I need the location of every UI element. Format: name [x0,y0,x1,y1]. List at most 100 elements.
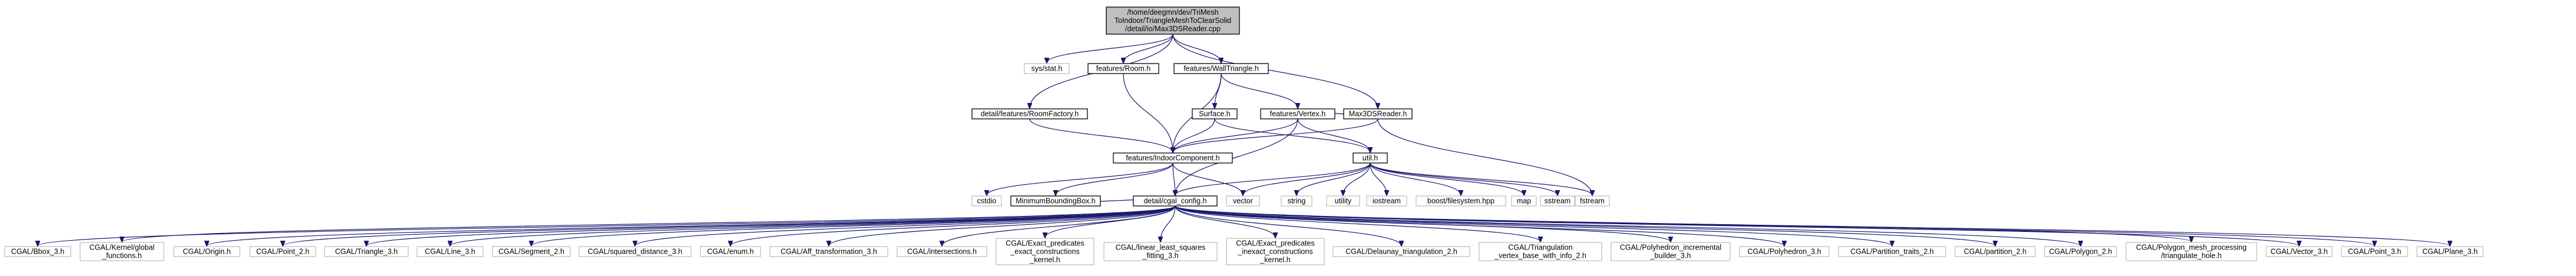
node-box [578,246,692,257]
node-label: _inexact_constructions [1237,248,1312,256]
node-cgal-polygon-2-h: CGAL/Polygon_2.h [2044,246,2117,257]
edge-cgalconfig-to-c14 [1175,205,1275,238]
node-cgal-polygon-mesh-processing-triangulate-hole-h: CGAL/Polygon_mesh_processing/triangulate… [2125,242,2257,261]
edge-indoorcomp-to-minbbox [1056,162,1173,195]
edge-util-to-vector [1243,162,1371,195]
node-label: iostream [1373,197,1401,205]
node-box [1281,195,1312,207]
edge-util-to-iostream [1370,162,1387,195]
node-cgal-segment-2-h: CGAL/Segment_2.h [492,246,571,257]
node-label: _kernel.h [1259,256,1290,264]
node-label: _functions.h [101,252,141,260]
nodes-layer: /home/deegmn/dev/TriMeshToIndoor/Triangl… [4,6,2484,265]
node-box [1103,242,1218,261]
edge-root-to-room [1123,34,1173,63]
node-label: vector [1233,197,1253,205]
node-label: CGAL/Triangulation [1508,244,1572,252]
node-label: CGAL/Exact_predicates [1006,240,1084,248]
edge-cgalconfig-to-c16 [1175,205,1540,242]
node-fstream: fstream [1575,195,1610,207]
node-cgal-bbox-3-h: CGAL/Bbox_3.h [4,246,71,257]
node-label: /home/deegmn/dev/TriMesh [1127,8,1218,16]
edge-cgalconfig-to-c10 [829,205,1176,246]
node-box [492,246,571,257]
node-label: detail/cgal_config.h [1143,197,1206,205]
node-box [1192,108,1238,119]
edge-vertex-to-cgalconfig [1175,118,1298,195]
node-label: CGAL/Plane_3.h [2422,248,2478,256]
edges-layer [38,34,2450,246]
node-box [1511,195,1537,207]
node-label: CGAL/Polygon_mesh_processing [2136,244,2247,252]
edge-root-to-sysstat [1047,34,1173,63]
node-max3dsreader-h[interactable]: Max3DSReader.h [1343,108,1413,119]
node-label: CGAL/Partition_traits_2.h [1850,248,1934,256]
edge-room-to-indoorcomp [1123,73,1173,152]
node-detail-features-roomfactory-h[interactable]: detail/features/RoomFactory.h [971,108,1088,119]
node-label: MinimumBoundingBox.h [1016,197,1096,205]
edge-cgalconfig-to-c6 [450,205,1176,246]
node-label: _fitting_3.h [1142,252,1178,260]
node-cgal-polyhedron-incremental-builder-3-h: CGAL/Polyhedron_incremental_builder_3.h [1611,242,1731,261]
node-box [1332,246,1470,257]
node-box [4,246,71,257]
node-label: CGAL/squared_distance_3.h [588,248,683,256]
node-label: CGAL/Bbox_3.h [11,248,64,256]
node-label: string [1288,197,1306,205]
node-box [1955,246,2036,257]
edge-cgalconfig-to-c23 [1175,205,2299,246]
edge-indoorcomp-to-vector [1172,162,1243,195]
node-box [1113,152,1233,164]
edge-vertex-to-util [1297,118,1370,152]
edge-cgalconfig-to-c18 [1175,205,1784,246]
node-box [1260,108,1335,119]
node-cgal-partition-traits-2-h: CGAL/Partition_traits_2.h [1838,246,1946,257]
node-label: _kernel.h [1029,256,1060,264]
node-detail-cgal-config-h[interactable]: detail/cgal_config.h [1133,195,1218,207]
node-box [996,238,1094,265]
node-box [1226,195,1260,207]
node-label: detail/features/RoomFactory.h [981,110,1079,118]
node-box [1106,6,1240,35]
node-label: _vertex_base_with_info_2.h [1494,252,1586,260]
node-label: Surface.h [1199,110,1231,118]
node-box [897,246,987,257]
node-features-vertex-h[interactable]: features/Vertex.h [1260,108,1335,119]
node-box [1087,63,1159,74]
node-cgal-aff-transformation-3-h: CGAL/Aff_transformation_3.h [769,246,888,257]
edge-max3dsreader-to-fstream [1377,118,1592,195]
node-label: fstream [1580,197,1605,205]
node-cgal-point-2-h: CGAL/Point_2.h [249,246,316,257]
node-label: cstdio [977,197,997,205]
node-features-indoorcomponent-h[interactable]: features/IndoorComponent.h [1113,152,1233,164]
node-label: _exact_constructions [1010,248,1079,256]
node-minimumboundingbox-h[interactable]: MinimumBoundingBox.h [1010,195,1101,207]
node-box [1326,195,1360,207]
node-cgal-triangulation-vertex-base-with-info-2-h: CGAL/Triangulation_vertex_base_with_info… [1479,242,1602,261]
node-box [1343,108,1413,119]
node-util-h[interactable]: util.h [1353,152,1388,164]
node-label: /detail/io/Max3DSReader.cpp [1125,25,1221,33]
node-box [700,246,761,257]
edge-root-to-max3dsreader [1172,34,1378,108]
node-box [2266,246,2333,257]
node-cgal-line-3-h: CGAL/Line_3.h [416,246,484,257]
node-label: utility [1335,197,1352,205]
edge-cgalconfig-to-c21 [1175,205,2081,246]
node-box [971,195,1002,207]
node-label: CGAL/Point_3.h [2348,248,2401,256]
edge-cgalconfig-to-c20 [1175,205,1995,246]
edge-cgalconfig-to-c19 [1175,205,1892,246]
node-box [1173,63,1269,74]
node-label: features/IndoorComponent.h [1126,154,1219,162]
node-home-deegmn-dev-trimeshtoindoor-trianglemeshtoclearsolid-detail-io-max3dsreader-cpp[interactable]: /home/deegmn/dev/TriMeshToIndoor/Triangl… [1106,6,1240,35]
node-cgal-plane-3-h: CGAL/Plane_3.h [2416,246,2484,257]
node-surface-h[interactable]: Surface.h [1192,108,1238,119]
node-string: string [1281,195,1312,207]
node-label: CGAL/Segment_2.h [498,248,564,256]
node-box [1133,195,1218,207]
node-features-room-h[interactable]: features/Room.h [1087,63,1159,74]
node-features-walltriangle-h[interactable]: features/WallTriangle.h [1173,63,1269,74]
node-label: CGAL/Delaunay_triangulation_2.h [1345,248,1457,256]
